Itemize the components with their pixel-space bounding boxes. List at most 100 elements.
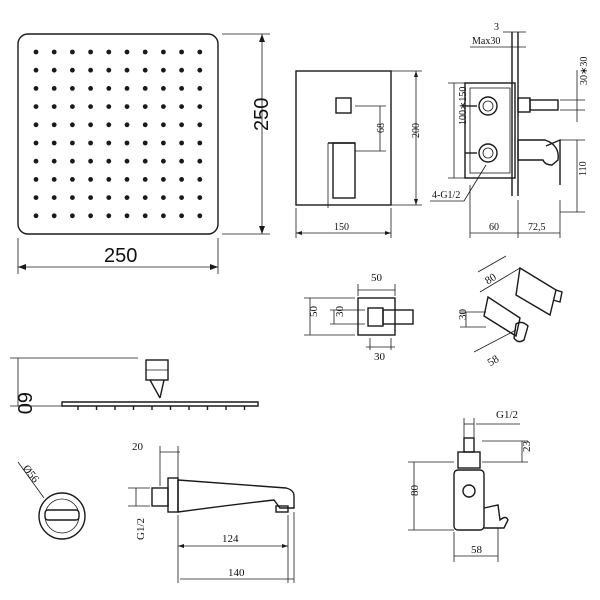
holder-58-label: 58	[486, 353, 502, 369]
nozzle	[70, 86, 75, 91]
nozzle	[88, 158, 93, 164]
valve-100x150-label: 100∗150	[458, 87, 469, 125]
nozzle	[142, 86, 148, 91]
nozzle	[70, 177, 75, 182]
nozzle	[179, 86, 185, 91]
nozzle	[179, 140, 185, 146]
nozzle	[142, 140, 148, 146]
shower-head-outline	[17, 33, 219, 235]
nozzle	[124, 158, 130, 164]
nozzle	[142, 195, 148, 201]
mixer-plate-outline	[295, 70, 392, 206]
nozzle	[70, 195, 75, 201]
shower-head-side-view: 60	[10, 357, 259, 414]
side-height-label: 60	[13, 392, 35, 414]
outlet-body	[357, 297, 396, 336]
nozzle	[197, 86, 203, 91]
nozzle	[51, 177, 57, 182]
nozzle	[197, 49, 203, 55]
nozzle	[51, 195, 57, 201]
valve-inlet-top	[478, 96, 498, 116]
nozzle	[106, 213, 112, 219]
nozzle	[179, 213, 185, 219]
spout-collar	[167, 477, 179, 513]
shower-height-dimension: 250	[222, 33, 273, 235]
nozzle	[106, 140, 112, 146]
nozzle	[106, 67, 112, 73]
nozzle	[142, 213, 148, 219]
nozzle	[88, 213, 93, 219]
shower-height-label: 250	[251, 98, 273, 131]
outlet-bottom-30-label: 30	[374, 351, 386, 363]
spout-side-view: 20 G1/2 124 140	[128, 441, 295, 583]
nozzle	[33, 86, 39, 91]
valve-110-label: 110	[578, 161, 589, 176]
nozzle	[197, 67, 203, 73]
nozzle	[179, 49, 185, 55]
spout-20-label: 20	[132, 441, 144, 453]
valve-30x30-label: 30∗30	[579, 57, 590, 85]
nozzle	[142, 122, 148, 128]
nozzle	[161, 86, 166, 91]
nozzle	[106, 195, 112, 201]
valve-top-3-label: 3	[494, 22, 499, 33]
nozzle	[197, 158, 203, 164]
nozzle	[106, 122, 112, 128]
nozzle	[142, 104, 148, 109]
hand-holder-plate	[453, 469, 485, 531]
valve-body-side-view: 3 Max30 30∗30 100∗150 110 4-G1/2 60 72,5	[430, 22, 590, 238]
nozzle	[51, 213, 57, 219]
valve-inlet-bottom	[478, 143, 498, 163]
round-escutcheon: Ø56	[17, 461, 86, 540]
nozzle	[106, 158, 112, 164]
nozzle	[142, 158, 148, 164]
nozzle	[197, 213, 203, 219]
spout-g12-label: G1/2	[135, 518, 147, 540]
nozzle	[124, 67, 130, 73]
outlet-nipple	[382, 309, 414, 325]
hand-58-label: 58	[471, 544, 483, 556]
nozzle	[197, 122, 203, 128]
nozzle	[179, 67, 185, 73]
lever-height-label: 68	[376, 123, 387, 133]
nozzle	[51, 86, 57, 91]
hand-g12-label: G1/2	[496, 409, 518, 421]
nozzle	[88, 140, 93, 146]
valve-g12-label: 4-G1/2	[432, 190, 460, 201]
holder-bracket	[515, 266, 557, 317]
nozzle	[161, 213, 166, 219]
nozzle	[124, 49, 130, 55]
shower-width-dimension: 250	[17, 238, 219, 274]
nozzle	[106, 177, 112, 182]
holder-isometric-view: 80 30 58	[457, 255, 563, 369]
shower-nozzles	[33, 49, 203, 219]
holder-cradle	[513, 321, 529, 343]
nozzle	[70, 49, 75, 55]
shower-width-label: 250	[104, 245, 137, 267]
outlet-height-label: 50	[308, 306, 320, 318]
hand-23-label: 23	[521, 441, 533, 453]
spout-thread	[151, 487, 169, 507]
nozzle	[88, 49, 93, 55]
nozzle	[51, 158, 57, 164]
nozzle	[33, 195, 39, 201]
nozzle	[33, 122, 39, 128]
nozzle	[142, 67, 148, 73]
nozzle	[33, 213, 39, 219]
nozzle	[124, 140, 130, 146]
outlet-width-label: 50	[371, 272, 383, 284]
nozzle	[197, 195, 203, 201]
nozzle	[51, 104, 57, 109]
nozzle	[51, 122, 57, 128]
nozzle	[161, 122, 166, 128]
nozzle	[33, 177, 39, 182]
nozzle	[197, 104, 203, 109]
nozzle	[179, 122, 185, 128]
nozzle	[124, 104, 130, 109]
nozzle	[70, 104, 75, 109]
nozzle	[33, 67, 39, 73]
holder-30-label: 30	[457, 309, 469, 321]
nozzle	[179, 104, 185, 109]
spout-140-label: 140	[228, 567, 245, 579]
